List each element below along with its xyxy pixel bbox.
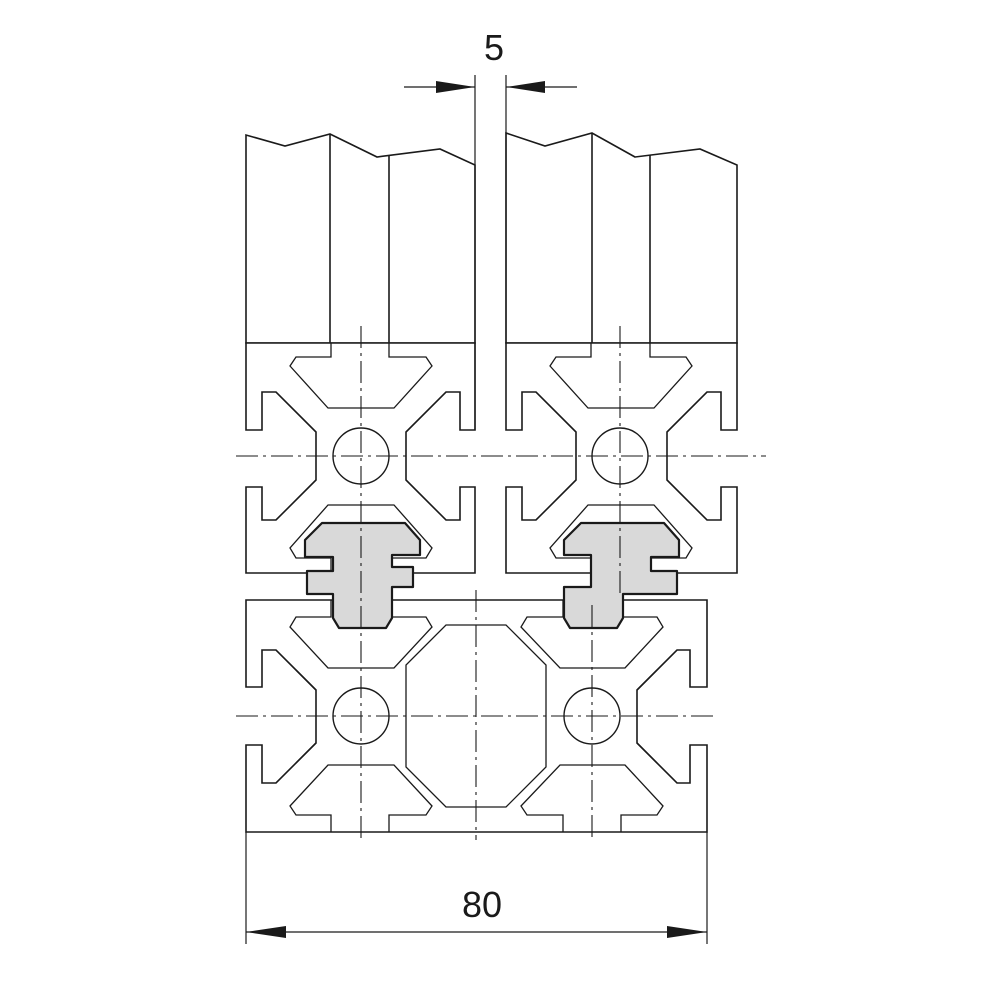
gap-arrow-right <box>506 81 545 93</box>
connector-nut-right <box>562 521 681 630</box>
center-lines <box>236 326 766 840</box>
width-dimension-label: 80 <box>462 884 502 925</box>
width-arrow-left <box>246 926 286 938</box>
gap-arrow-left <box>436 81 475 93</box>
gap-dimension: 5 <box>404 27 577 430</box>
gap-dimension-label: 5 <box>484 27 504 68</box>
width-arrow-right <box>667 926 707 938</box>
connector-nut-left <box>303 521 422 630</box>
upper-left-panel <box>245 133 476 344</box>
upper-right-profile <box>505 342 738 574</box>
upper-right-panel <box>505 131 738 344</box>
width-dimension: 80 <box>245 832 708 944</box>
